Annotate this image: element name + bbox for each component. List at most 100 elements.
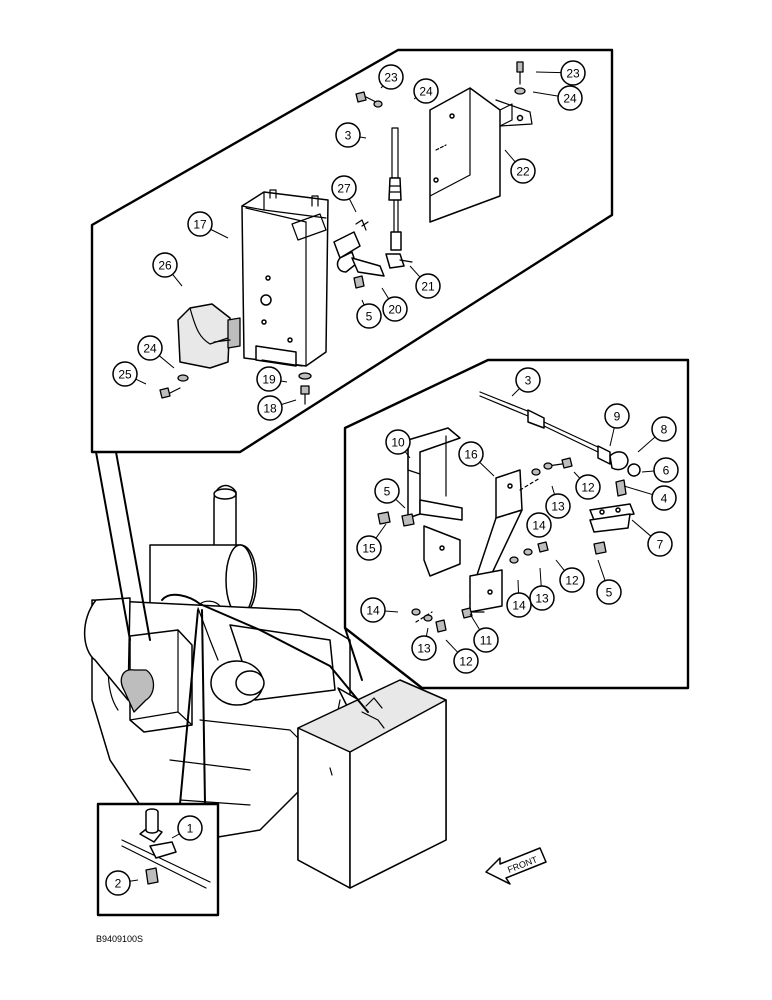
callout-number: 16 [464,448,478,462]
callout-number: 10 [391,436,405,450]
part-callout-13: 13 [545,485,571,519]
part-callout-12: 12 [573,471,601,500]
callout-circle [560,60,586,86]
part-callout-9: 9 [604,403,630,447]
callout-circle [382,296,408,322]
callout-number: 22 [516,165,530,179]
callout-circle [105,870,131,896]
callout-leader-line [631,519,652,537]
callout-circle [526,512,552,538]
part-callout-26: 26 [152,252,183,287]
callout-number: 9 [614,410,621,424]
callout-number: 14 [366,604,380,618]
callout-leader-line [504,149,516,163]
callout-number: 5 [384,485,391,499]
governor-control-detail-panel [90,48,614,641]
callout-number: 19 [262,373,276,387]
part-callout-22: 22 [504,149,536,184]
callout-number: 5 [606,586,613,600]
callout-leader-line [551,485,556,495]
callout-circle [385,429,411,455]
part-callout-16: 16 [458,441,495,477]
callout-number: 12 [459,655,473,669]
callout-number: 24 [143,342,157,356]
callout-circle [557,85,583,111]
callout-leader-line [511,388,520,397]
callout-circle [575,474,601,500]
callout-number: 24 [563,92,577,106]
callout-circle [187,211,213,237]
callout-number: 14 [512,599,526,613]
part-callout-5: 5 [374,478,406,509]
part-callout-13: 13 [411,627,437,661]
callout-circle [453,648,479,674]
part-callout-23: 23 [535,60,586,86]
part-callout-5: 5 [596,559,622,605]
callout-number: 2 [115,877,122,891]
callout-circle [413,78,439,104]
part-callout-7: 7 [631,519,673,557]
callout-circle [510,158,536,184]
callout-leader-line [210,228,229,239]
part-callout-6: 6 [641,457,679,483]
callout-circle [473,627,499,653]
callout-number: 12 [581,481,595,495]
part-callout-11: 11 [469,613,499,653]
callout-leader-line [623,485,653,496]
callout-circle [653,457,679,483]
part-callout-12: 12 [445,639,479,674]
callout-leader-line [409,265,421,278]
callout-leader-line [404,451,411,459]
callout-number: 27 [337,182,351,196]
callout-circle [331,175,357,201]
callout-number: 11 [480,634,493,648]
callout-circle [458,441,484,467]
part-callout-2: 2 [105,870,139,896]
part-callout-13: 13 [529,567,555,611]
part-callout-4: 4 [623,485,677,511]
callout-number: 5 [366,310,373,324]
callout-number: 14 [532,519,546,533]
callout-circle [545,493,571,519]
callout-leader-line [517,579,520,594]
part-callout-5: 5 [356,299,382,329]
callout-circle [256,366,282,392]
callout-number: 23 [384,71,398,85]
callout-number: 20 [388,303,402,317]
part-callout-20: 20 [381,287,408,322]
part-callout-12: 12 [555,559,585,593]
callout-number: 6 [663,464,670,478]
part-callout-24: 24 [137,335,175,369]
callout-leader-line [359,136,367,139]
callout-number: 1 [187,822,194,836]
drawing-code: B9409100S [96,934,143,944]
callout-circle [257,395,283,421]
callout-circle [515,367,541,393]
callout-circle [506,592,532,618]
callout-number: 18 [263,402,277,416]
callout-number: 12 [565,574,579,588]
front-direction-arrow: FRONT [485,847,547,885]
part-callout-3: 3 [335,122,367,148]
part-callout-14: 14 [360,597,399,623]
part-callout-15: 15 [356,523,387,561]
callout-circle [651,416,677,442]
callout-leader-line [637,436,656,453]
callout-number: 3 [525,374,532,388]
callout-number: 23 [566,67,580,81]
part-callout-24: 24 [532,85,583,111]
callout-circle [137,335,163,361]
callout-leader-line [425,627,429,637]
callout-circle [559,567,585,593]
callout-leader-line [281,399,297,405]
callout-leader-line [597,559,606,581]
part-callout-1: 1 [171,815,203,841]
part-callout-23: 23 [378,64,404,90]
callout-circle [360,597,386,623]
part-callout-19: 19 [256,366,288,392]
callout-number: 26 [158,259,172,273]
callout-number: 25 [118,368,132,382]
callout-circle [415,273,441,299]
